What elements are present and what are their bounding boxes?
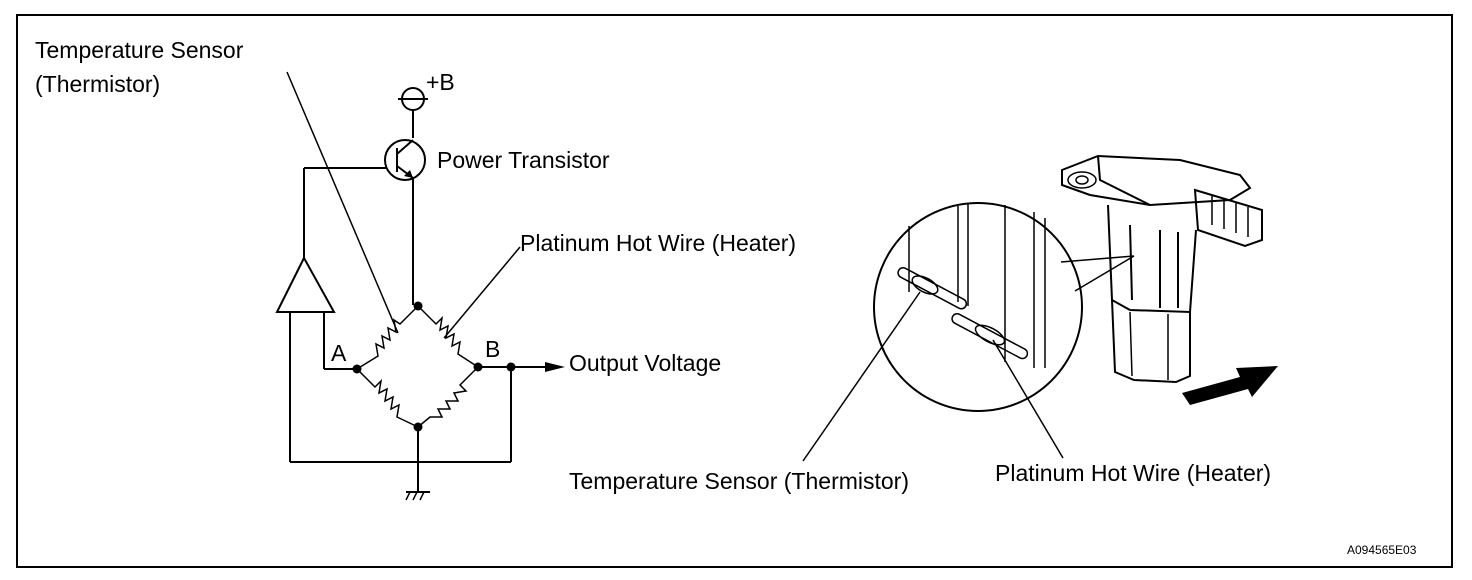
sensor-illustration: [802, 154, 1278, 462]
amplifier-symbol: [275, 255, 336, 313]
resistor-top-left: [356, 305, 419, 370]
output-voltage-label: Output Voltage: [569, 350, 721, 376]
resistor-bottom-right: [417, 366, 479, 428]
bridge-circuit: [275, 71, 565, 501]
resistor-top-right: [417, 305, 479, 368]
power-transistor-symbol: [384, 139, 426, 305]
magnified-view: [873, 202, 1083, 412]
temp-sensor-leader: [286, 71, 399, 334]
figure-code: A094565E03: [1347, 543, 1417, 557]
temp-sensor-label-line2: (Thermistor): [35, 71, 160, 97]
airflow-arrow: [1182, 366, 1278, 405]
node-a-label: A: [331, 340, 347, 366]
hot-wire-leader: [443, 246, 521, 339]
figure-frame: [16, 14, 1453, 568]
hot-wire-label-top: Platinum Hot Wire (Heater): [520, 230, 796, 256]
resistor-bottom-left: [356, 368, 419, 428]
temp-sensor-label-line1: Temperature Sensor: [35, 37, 244, 63]
power-transistor-label: Power Transistor: [437, 147, 610, 173]
node-b-label: B: [485, 336, 500, 362]
output-arrow: [545, 362, 565, 372]
hot-wire-label-bottom: Platinum Hot Wire (Heater): [995, 460, 1271, 486]
plus-b-label: +B: [426, 69, 455, 95]
ground-symbol: [405, 491, 430, 501]
temp-sensor-label-bottom: Temperature Sensor (Thermistor): [569, 468, 909, 494]
